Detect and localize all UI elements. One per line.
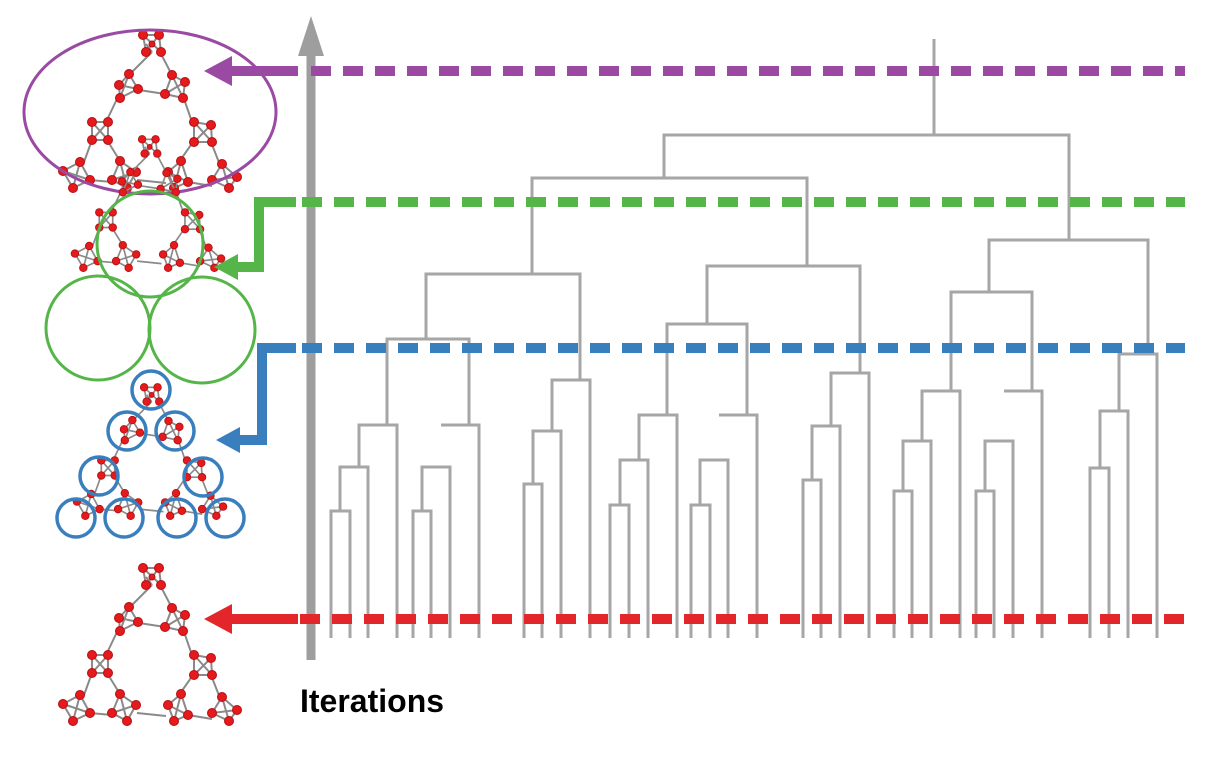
purple-cluster-ellipse (22, 28, 278, 196)
blue-cluster-3 (154, 410, 196, 452)
green-cluster-top (95, 189, 205, 299)
dendrogram (329, 39, 1159, 638)
graph-level-3 (55, 369, 246, 539)
green-arrow (214, 197, 296, 280)
iterations-axis (298, 16, 324, 660)
blue-cluster-9 (204, 497, 246, 539)
blue-cluster-4 (78, 455, 120, 497)
blue-arrow (216, 343, 296, 453)
red-arrow (204, 604, 298, 634)
blue-cluster-8 (156, 497, 198, 539)
blue-cluster-6 (55, 497, 97, 539)
purple-arrow (204, 56, 298, 86)
blue-cluster-2 (106, 410, 148, 452)
green-cluster-left (44, 274, 152, 382)
green-cluster-right (147, 275, 257, 385)
graph-level-2 (44, 134, 257, 385)
blue-cluster-1 (130, 369, 172, 411)
graph-top-level (22, 28, 278, 196)
graph-leaves (57, 562, 243, 727)
blue-cluster-7 (103, 497, 145, 539)
blue-cluster-5 (182, 456, 224, 498)
iterations-label: Iterations (300, 683, 444, 719)
